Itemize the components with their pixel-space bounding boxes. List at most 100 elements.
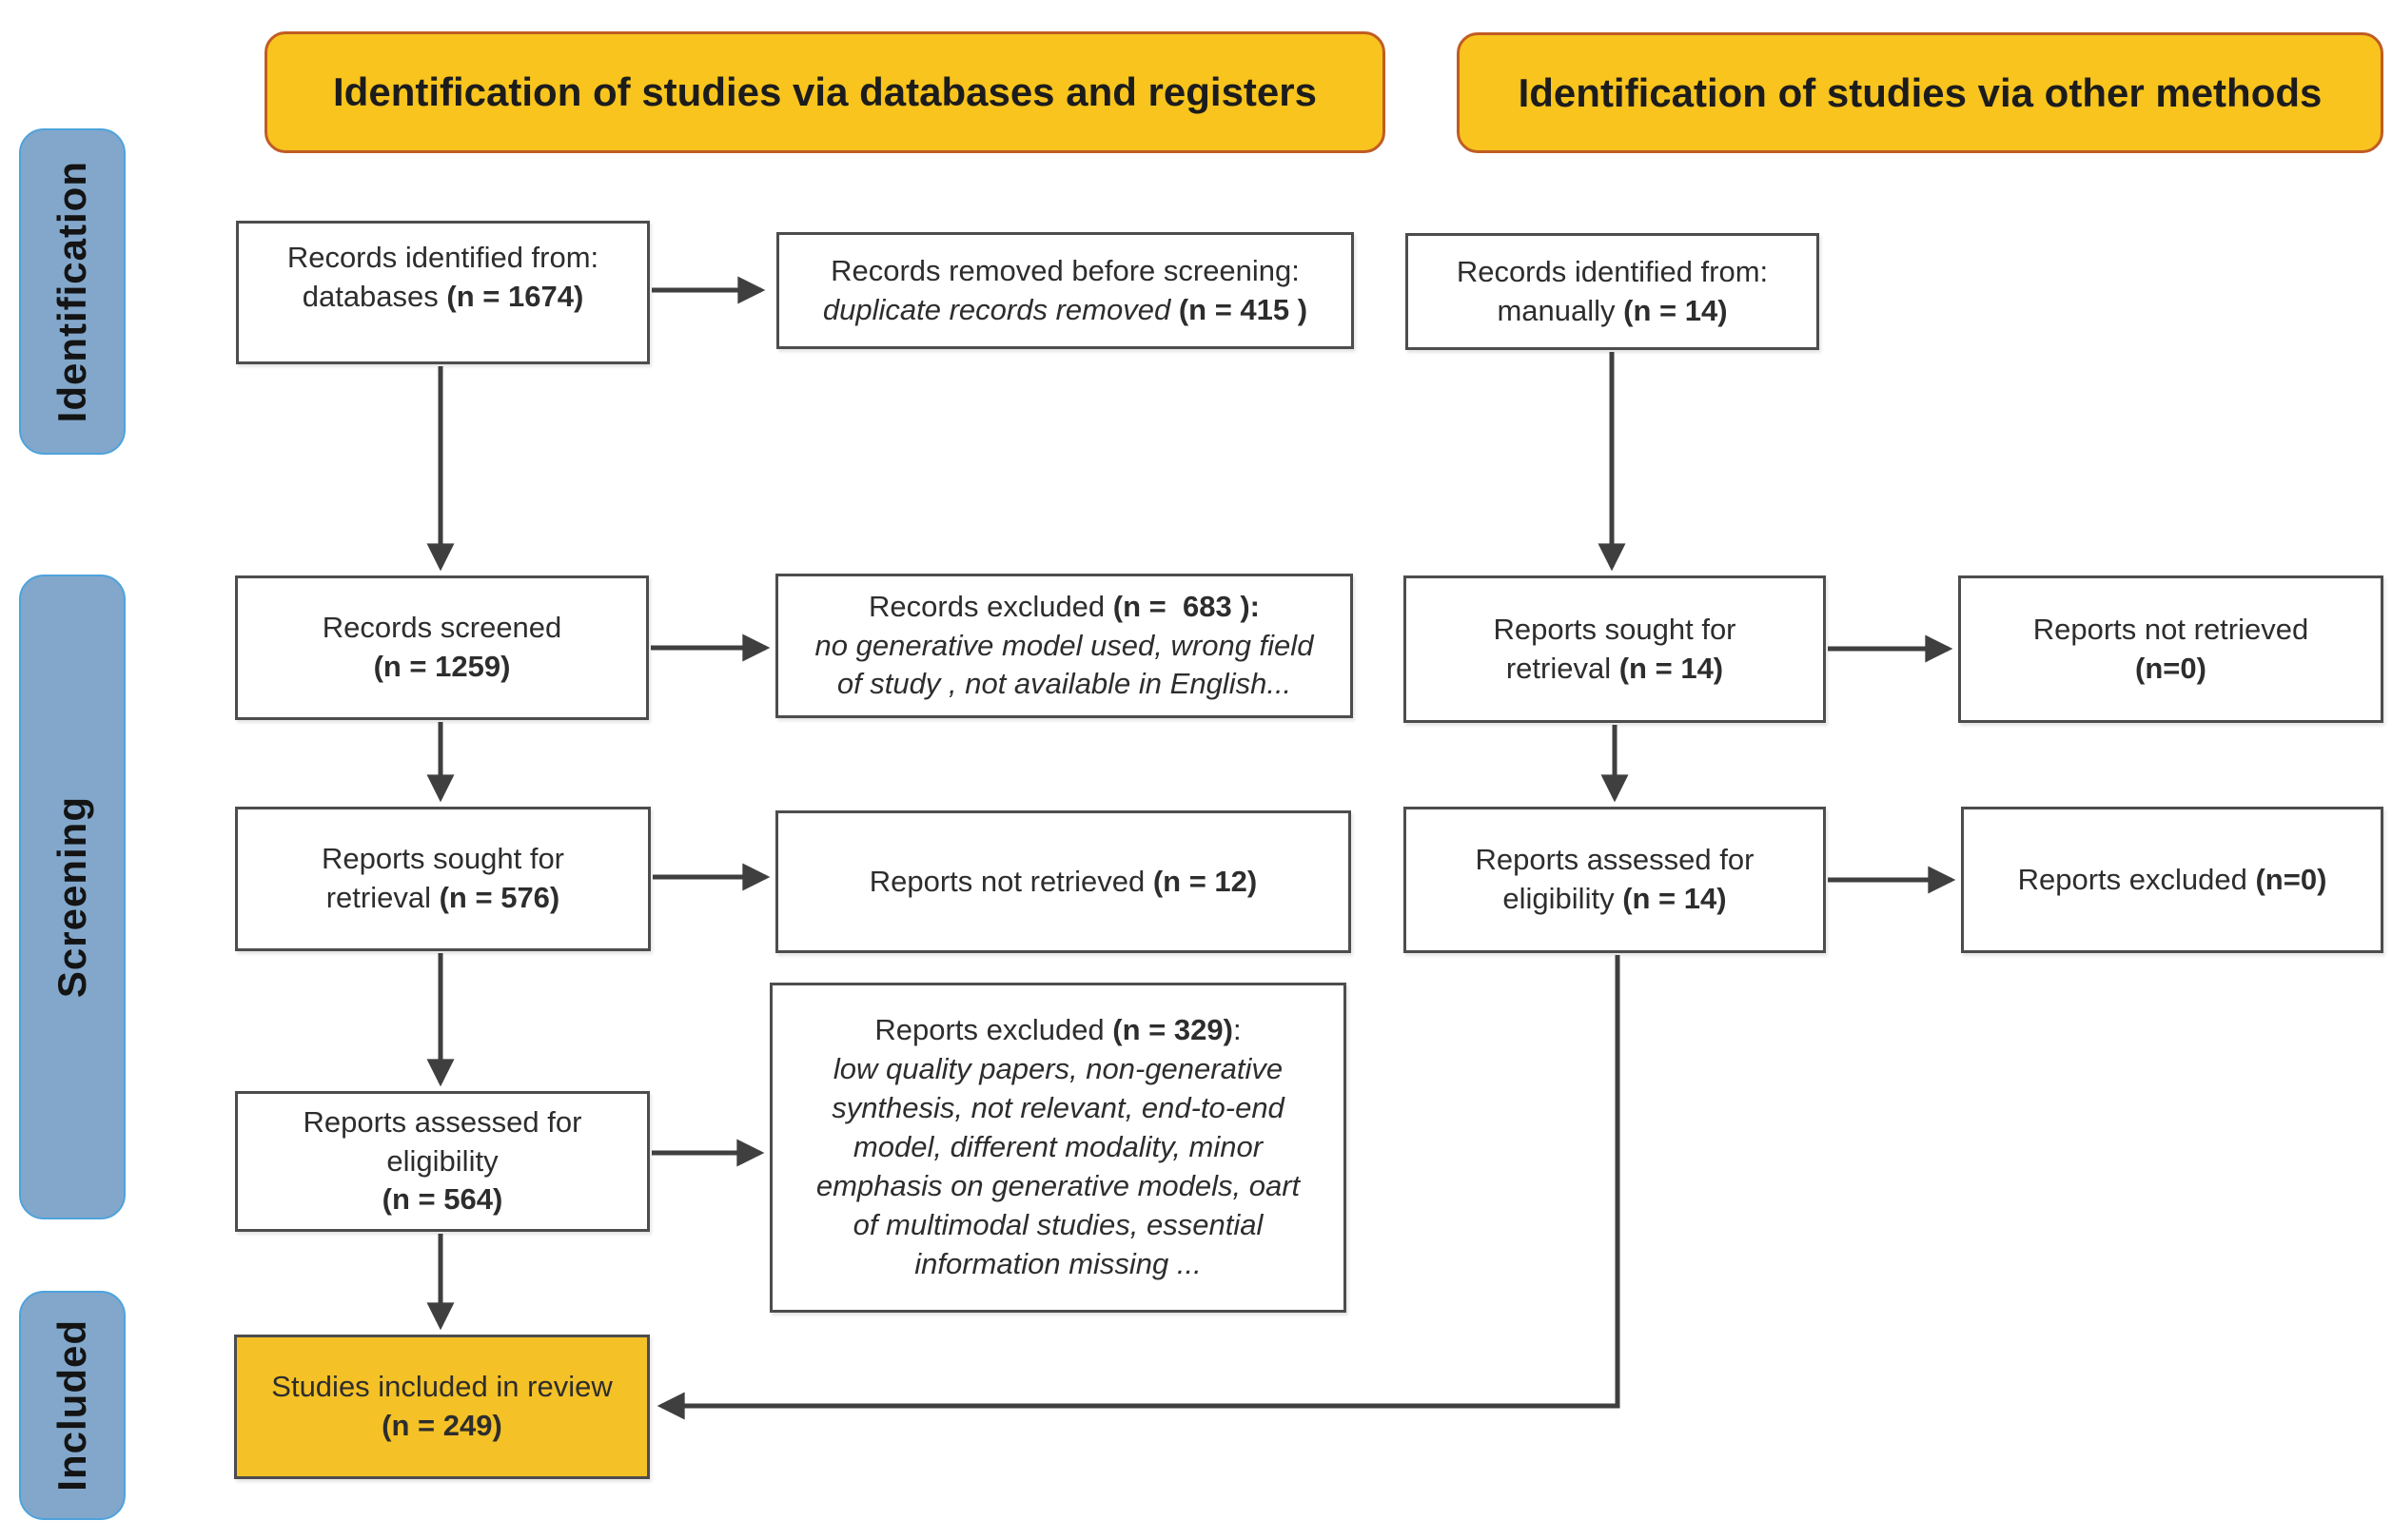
- box-line: (n = 249): [382, 1407, 502, 1446]
- box-line: Records identified from:: [287, 239, 598, 278]
- box-count: (n = 564): [382, 1182, 503, 1217]
- box-line: duplicate records removed (n = 415 ): [823, 291, 1307, 330]
- box-line: retrieval (n = 14): [1506, 650, 1723, 689]
- stage-screening: Screening: [19, 575, 126, 1219]
- box-text: Reports assessed for: [303, 1104, 582, 1139]
- box-line: Reports assessed for: [1476, 841, 1755, 880]
- box-reports-excluded-other: Reports excluded (n=0): [1961, 807, 2383, 953]
- box-line: Studies included in review: [271, 1368, 612, 1407]
- box-line: of multimodal studies, essential: [853, 1206, 1264, 1245]
- box-studies-included: Studies included in review (n = 249): [234, 1335, 650, 1479]
- stage-included-label: Included: [49, 1319, 94, 1491]
- box-text: Reports not retrieved: [869, 864, 1153, 898]
- box-line: no generative model used, wrong field: [815, 627, 1314, 666]
- box-count: (n = 683 ):: [1112, 589, 1260, 623]
- box-records-excluded: Records excluded (n = 683 ): no generati…: [775, 574, 1353, 718]
- box-line: databases (n = 1674): [303, 278, 584, 317]
- stage-screening-label: Screening: [49, 795, 94, 999]
- box-line: Reports not retrieved: [2033, 611, 2308, 650]
- box-text: eligibility: [386, 1143, 499, 1178]
- box-count: (n = 1674): [446, 279, 584, 313]
- box-records-removed: Records removed before screening: duplic…: [776, 232, 1354, 349]
- box-reports-excluded-big: Reports excluded (n = 329): low quality …: [770, 983, 1346, 1313]
- box-reports-assessed-db: Reports assessed for eligibility (n = 56…: [235, 1091, 650, 1232]
- box-text: of multimodal studies, essential: [853, 1207, 1264, 1241]
- box-line: Reports not retrieved (n = 12): [870, 863, 1258, 902]
- box-line: of study , not available in English...: [837, 665, 1291, 704]
- stage-included: Included: [19, 1291, 126, 1520]
- box-text: Records removed before screening:: [831, 253, 1300, 287]
- box-text: of study , not available in English...: [836, 667, 1292, 701]
- box-count: (n = 1259): [373, 650, 511, 683]
- box-count: (n = 415 ): [1178, 292, 1308, 326]
- box-line: eligibility (n = 14): [1502, 880, 1726, 919]
- box-text: :: [1232, 1013, 1242, 1047]
- box-line: Records removed before screening:: [831, 252, 1300, 291]
- box-text: synthesis, not relevant, end-to-end: [832, 1091, 1284, 1125]
- box-records-screened: Records screened (n = 1259): [235, 575, 649, 720]
- box-text: databases: [302, 279, 447, 313]
- box-text: Records identified from:: [286, 241, 599, 274]
- box-text: Reports excluded: [2017, 862, 2256, 896]
- box-text: low quality papers, non-generative: [833, 1052, 1284, 1086]
- stage-identification-label: Identification: [49, 160, 94, 423]
- box-text: model, different modality, minor: [853, 1130, 1264, 1164]
- header-other-methods: Identification of studies via other meth…: [1457, 32, 2383, 153]
- box-line: information missing ...: [914, 1245, 1202, 1284]
- box-text: retrieval: [1505, 651, 1619, 685]
- box-count: (n = 576): [439, 881, 560, 914]
- box-line: low quality papers, non-generative: [833, 1050, 1283, 1089]
- box-count: (n = 14): [1623, 293, 1728, 327]
- box-line: retrieval (n = 576): [326, 879, 560, 918]
- box-count: (n = 249): [382, 1409, 502, 1442]
- box-text: Reports assessed for: [1475, 843, 1755, 877]
- header-databases-registers-label: Identification of studies via databases …: [333, 69, 1317, 114]
- box-count: (n=0): [2255, 862, 2327, 896]
- box-text: Reports not retrieved: [2032, 612, 2309, 646]
- box-line: Reports sought for: [322, 840, 564, 879]
- box-records-identified-databases: Records identified from: databases (n = …: [236, 221, 650, 364]
- box-text: Records identified from:: [1456, 254, 1769, 288]
- box-text: no generative model used, wrong field: [814, 628, 1314, 662]
- box-line: (n = 1259): [374, 648, 511, 687]
- box-line: Reports excluded (n = 329):: [874, 1011, 1241, 1050]
- box-text: duplicate records removed: [822, 292, 1179, 326]
- box-line: Reports assessed for: [304, 1103, 582, 1142]
- box-text: Records excluded: [869, 589, 1113, 623]
- box-text: retrieval: [325, 881, 440, 914]
- box-text: Reports sought for: [321, 842, 565, 876]
- box-line: Reports excluded (n=0): [2018, 861, 2327, 900]
- box-text: Records screened: [322, 611, 562, 645]
- box-count: (n = 14): [1622, 882, 1727, 915]
- box-line: (n=0): [2135, 650, 2206, 689]
- stage-identification: Identification: [19, 128, 126, 455]
- box-line: model, different modality, minor: [853, 1128, 1263, 1167]
- box-line: Records identified from:: [1457, 253, 1768, 292]
- box-line: Records excluded (n = 683 ):: [869, 588, 1260, 627]
- box-count: (n = 14): [1618, 651, 1724, 685]
- box-line: Records screened: [323, 609, 562, 648]
- box-text: eligibility: [1502, 882, 1623, 915]
- box-line: (n = 564): [382, 1180, 503, 1219]
- header-other-methods-label: Identification of studies via other meth…: [1518, 69, 2323, 115]
- box-line: emphasis on generative models, oart: [816, 1167, 1300, 1206]
- box-line: Reports sought for: [1493, 611, 1735, 650]
- box-text: emphasis on generative models, oart: [815, 1168, 1301, 1202]
- box-line: synthesis, not relevant, end-to-end: [832, 1089, 1284, 1128]
- box-reports-sought-db: Reports sought for retrieval (n = 576): [235, 807, 651, 951]
- box-text: Studies included in review: [271, 1370, 613, 1404]
- box-records-identified-manually: Records identified from: manually (n = 1…: [1405, 233, 1819, 350]
- header-databases-registers: Identification of studies via databases …: [265, 31, 1385, 153]
- box-reports-sought-other: Reports sought for retrieval (n = 14): [1403, 575, 1826, 723]
- box-text: manually: [1497, 293, 1624, 327]
- box-text: Reports excluded: [874, 1013, 1113, 1047]
- box-count: (n = 329): [1112, 1013, 1233, 1047]
- box-count: (n=0): [2135, 651, 2206, 685]
- box-text: information missing ...: [914, 1246, 1202, 1280]
- box-reports-not-retrieved-other: Reports not retrieved (n=0): [1958, 575, 2383, 723]
- box-reports-assessed-other: Reports assessed for eligibility (n = 14…: [1403, 807, 1826, 953]
- box-count: (n = 12): [1152, 864, 1258, 898]
- box-line: manually (n = 14): [1497, 292, 1727, 331]
- box-text: Reports sought for: [1493, 612, 1736, 646]
